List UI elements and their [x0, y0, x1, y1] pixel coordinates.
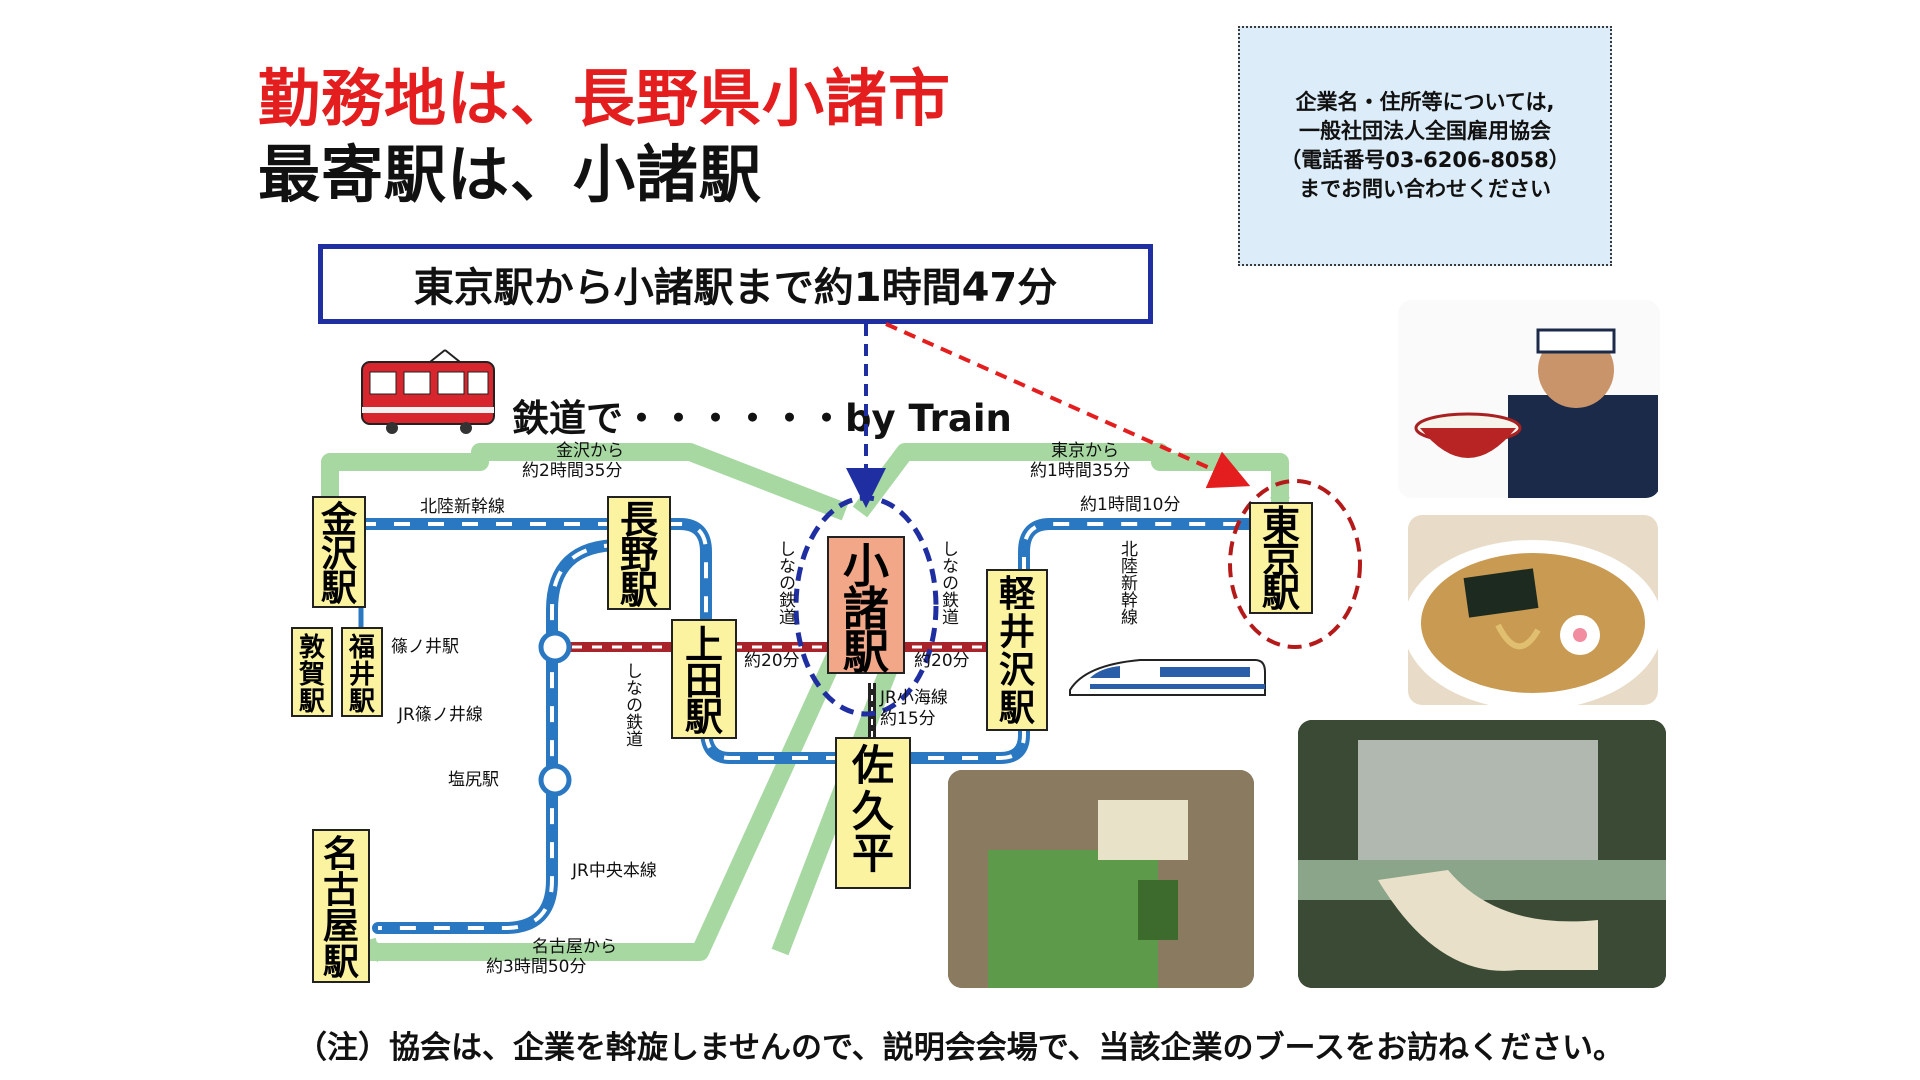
label-jr-shinonoi: JR篠ノ井線: [397, 705, 483, 725]
station-box-nagoya: 名古屋駅: [312, 829, 370, 983]
by-train-label: 鉄道で・・・・・・by Train: [512, 397, 1012, 440]
station-label-fukui: 福井駅: [348, 633, 375, 717]
noodle-production-illustration: [1298, 720, 1666, 988]
station-label-karuizawa: 軽井沢駅: [999, 574, 1036, 729]
station-box-fukui: 福井駅: [341, 627, 383, 717]
station-box-kanazawa: 金沢駅: [312, 496, 366, 609]
station-box-nagano: 長野駅: [607, 496, 671, 612]
shiojiri-stop-circle: [538, 763, 572, 797]
shinonoi-stop-circle: [538, 630, 572, 664]
station-label-kanazawa: 金沢駅: [320, 499, 358, 609]
label-from-nagoya-time: 約3時間50分: [486, 957, 586, 977]
label-from-tokyo: 東京から: [1051, 441, 1119, 461]
char: 金: [320, 499, 358, 541]
label-ueda-komoro-time: 約20分: [744, 651, 800, 671]
green-route-tokyo: [852, 443, 1289, 518]
ramen-photo: [1408, 515, 1658, 705]
station-box-karuizawa: 軽井沢駅: [986, 569, 1048, 731]
station-label-komoro: 小諸駅: [843, 539, 889, 679]
label-shinonoi-station: 篠ノ井駅: [391, 637, 459, 657]
route-summary-text: 東京駅から小諸駅まで約1時間47分: [413, 265, 1058, 311]
station-label-nagoya: 名古屋駅: [323, 834, 359, 983]
footer-note: （注）協会は、企業を斡旋しませんので、説明会会場で、当該企業のブースをお訪ねくだ…: [295, 1030, 1625, 1066]
green-route-kanazawa: [321, 443, 849, 521]
station-label-ueda: 上田駅: [685, 623, 723, 739]
headline-nearest-station: 最寄駅は、小諸駅: [258, 138, 763, 211]
noodle-machine-photo: [948, 770, 1254, 988]
label-hokuriku-east: 北陸新幹線: [1117, 540, 1138, 625]
station-label-nagano: 長野駅: [620, 498, 659, 612]
chef-illustration: [1414, 328, 1658, 498]
label-komoro-karuizawa-time: 約20分: [914, 651, 970, 671]
contact-line: 一般社団法人全国雇用協会: [1299, 119, 1551, 143]
station-box-sakudaira: 佐久平: [835, 737, 911, 889]
label-koumi-time: 約15分: [880, 709, 936, 729]
green-route-nagoya: [358, 641, 849, 961]
station-box-komoro: 小諸駅: [827, 536, 905, 679]
label-jr-koumi: JR小海線: [879, 688, 948, 708]
station-box-ueda: 上田駅: [671, 619, 737, 739]
label-tokyo-karuizawa-time: 約1時間10分: [1080, 495, 1180, 515]
route-arrow-to-tokyo: [885, 322, 1251, 489]
label-hokuriku-west: 北陸新幹線: [420, 496, 505, 517]
chef-photo: [1398, 300, 1660, 498]
tokyo-highlight-ellipse: [1228, 479, 1362, 649]
station-box-tsuruga: 敦賀駅: [291, 627, 333, 717]
label-jr-chuo: JR中央本線: [571, 861, 657, 881]
label-from-kanazawa-time: 約2時間35分: [522, 461, 622, 481]
label-shinano-right: しなの鉄道: [938, 540, 959, 625]
station-label-sakudaira: 佐久平: [851, 741, 894, 878]
label-shinano-left: しなの鉄道: [775, 540, 796, 625]
contact-line: までお問い合わせください: [1299, 177, 1551, 201]
headline-workplace: 勤務地は、長野県小諸市: [258, 62, 952, 135]
label-from-kanazawa: 金沢から: [556, 441, 624, 461]
char: 沢: [321, 534, 358, 575]
contact-line: 企業名・住所等については,: [1295, 90, 1555, 114]
station-label-tsuruga: 敦賀駅: [298, 632, 326, 717]
station-box-tokyo: 東京駅: [1249, 502, 1313, 615]
station-label-tokyo: 東京駅: [1262, 503, 1300, 615]
contact-info-box: 企業名・住所等については, 一般社団法人全国雇用協会 （電話番号03-6206-…: [1238, 26, 1612, 266]
noodle-machine-illustration: [948, 770, 1254, 988]
label-shinano-lower: しなの鉄道: [622, 662, 643, 747]
route-summary-box: 東京駅から小諸駅まで約1時間47分: [318, 244, 1153, 324]
contact-line: （電話番号03-6206-8058）: [1280, 148, 1570, 172]
train-icon: [361, 349, 495, 434]
noodle-production-photo: [1298, 720, 1666, 988]
label-from-tokyo-time: 約1時間35分: [1030, 461, 1130, 481]
ramen-illustration: [1408, 540, 1658, 705]
label-from-nagoya: 名古屋から: [532, 937, 617, 957]
shinkansen-icon: [1069, 659, 1266, 696]
char: 駅: [321, 568, 357, 609]
label-shiojiri-station: 塩尻駅: [448, 770, 499, 790]
